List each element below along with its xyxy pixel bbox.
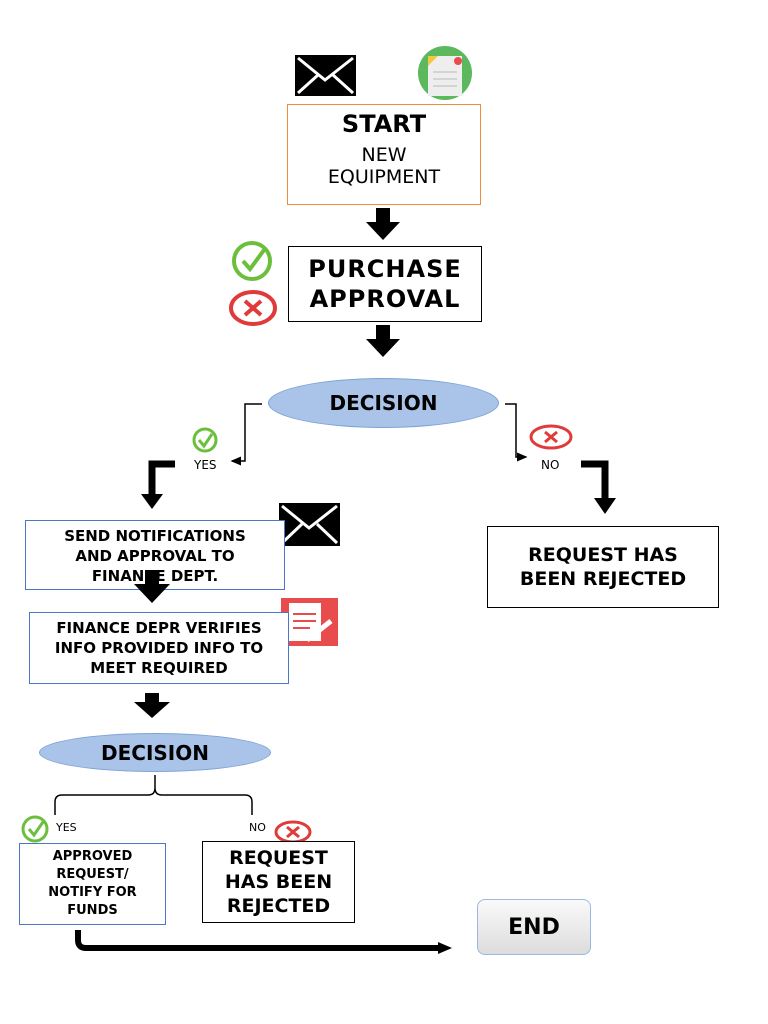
start-line: NEW bbox=[361, 144, 407, 166]
notes-icon bbox=[418, 46, 472, 100]
start-line: EQUIPMENT bbox=[327, 166, 441, 188]
arrow-down bbox=[366, 325, 400, 357]
arrow-down bbox=[134, 693, 170, 718]
approved-line: REQUEST/ bbox=[56, 867, 129, 882]
purchase-line: PURCHASE bbox=[308, 255, 462, 283]
yes-label: YES bbox=[194, 458, 217, 472]
approved-line: FUNDS bbox=[67, 903, 118, 918]
no-label: NO bbox=[249, 821, 266, 834]
rejected-line: BEEN REJECTED bbox=[519, 568, 687, 590]
brace-connector bbox=[54, 775, 253, 815]
bent-arrow-right bbox=[581, 460, 616, 514]
notify-line: SEND NOTIFICATIONS bbox=[64, 527, 246, 545]
approved-box: APPROVED REQUEST/ NOTIFY FOR FUNDS bbox=[19, 843, 166, 925]
no-connector bbox=[505, 403, 528, 462]
decision-1: DECISION bbox=[268, 378, 499, 428]
purchase-line: APPROVAL bbox=[309, 285, 461, 313]
rejected-line: REJECTED bbox=[226, 895, 331, 917]
notify-line: AND APPROVAL TO bbox=[75, 547, 235, 565]
envelope-icon bbox=[295, 55, 356, 96]
start-title: START bbox=[341, 110, 427, 138]
rejected-line: REQUEST HAS bbox=[528, 544, 678, 566]
finance-line: INFO PROVIDED INFO TO bbox=[54, 639, 264, 657]
rejected-line: REQUEST bbox=[229, 847, 328, 869]
rejected-line: HAS BEEN bbox=[224, 871, 333, 893]
arrow-down bbox=[366, 208, 400, 240]
notepad-pencil-icon bbox=[281, 598, 338, 646]
arrow-down bbox=[134, 570, 170, 603]
check-icon bbox=[21, 815, 49, 843]
approved-line: NOTIFY FOR bbox=[48, 885, 137, 900]
end-box: END bbox=[477, 899, 591, 955]
no-label: NO bbox=[541, 458, 560, 472]
yes-connector bbox=[230, 403, 262, 466]
decision-2: DECISION bbox=[39, 733, 271, 772]
check-icon bbox=[192, 427, 218, 453]
arrow-to-end bbox=[75, 930, 452, 954]
finance-verifies-box: FINANCE DEPR VERIFIES INFO PROVIDED INFO… bbox=[29, 612, 289, 684]
purchase-approval-box: PURCHASE APPROVAL bbox=[288, 246, 482, 322]
yes-label: YES bbox=[56, 821, 77, 834]
check-icon bbox=[232, 241, 272, 281]
rejected-box-1: REQUEST HAS BEEN REJECTED bbox=[487, 526, 719, 608]
approved-line: APPROVED bbox=[52, 849, 133, 864]
cross-icon bbox=[229, 290, 277, 326]
finance-line: MEET REQUIRED bbox=[90, 659, 228, 677]
envelope-icon bbox=[279, 503, 340, 546]
finance-line: FINANCE DEPR VERIFIES bbox=[56, 619, 262, 637]
cross-icon bbox=[529, 424, 573, 450]
rejected-box-2: REQUEST HAS BEEN REJECTED bbox=[202, 841, 355, 923]
bent-arrow-left bbox=[141, 460, 175, 509]
start-box: START NEW EQUIPMENT bbox=[287, 104, 481, 205]
